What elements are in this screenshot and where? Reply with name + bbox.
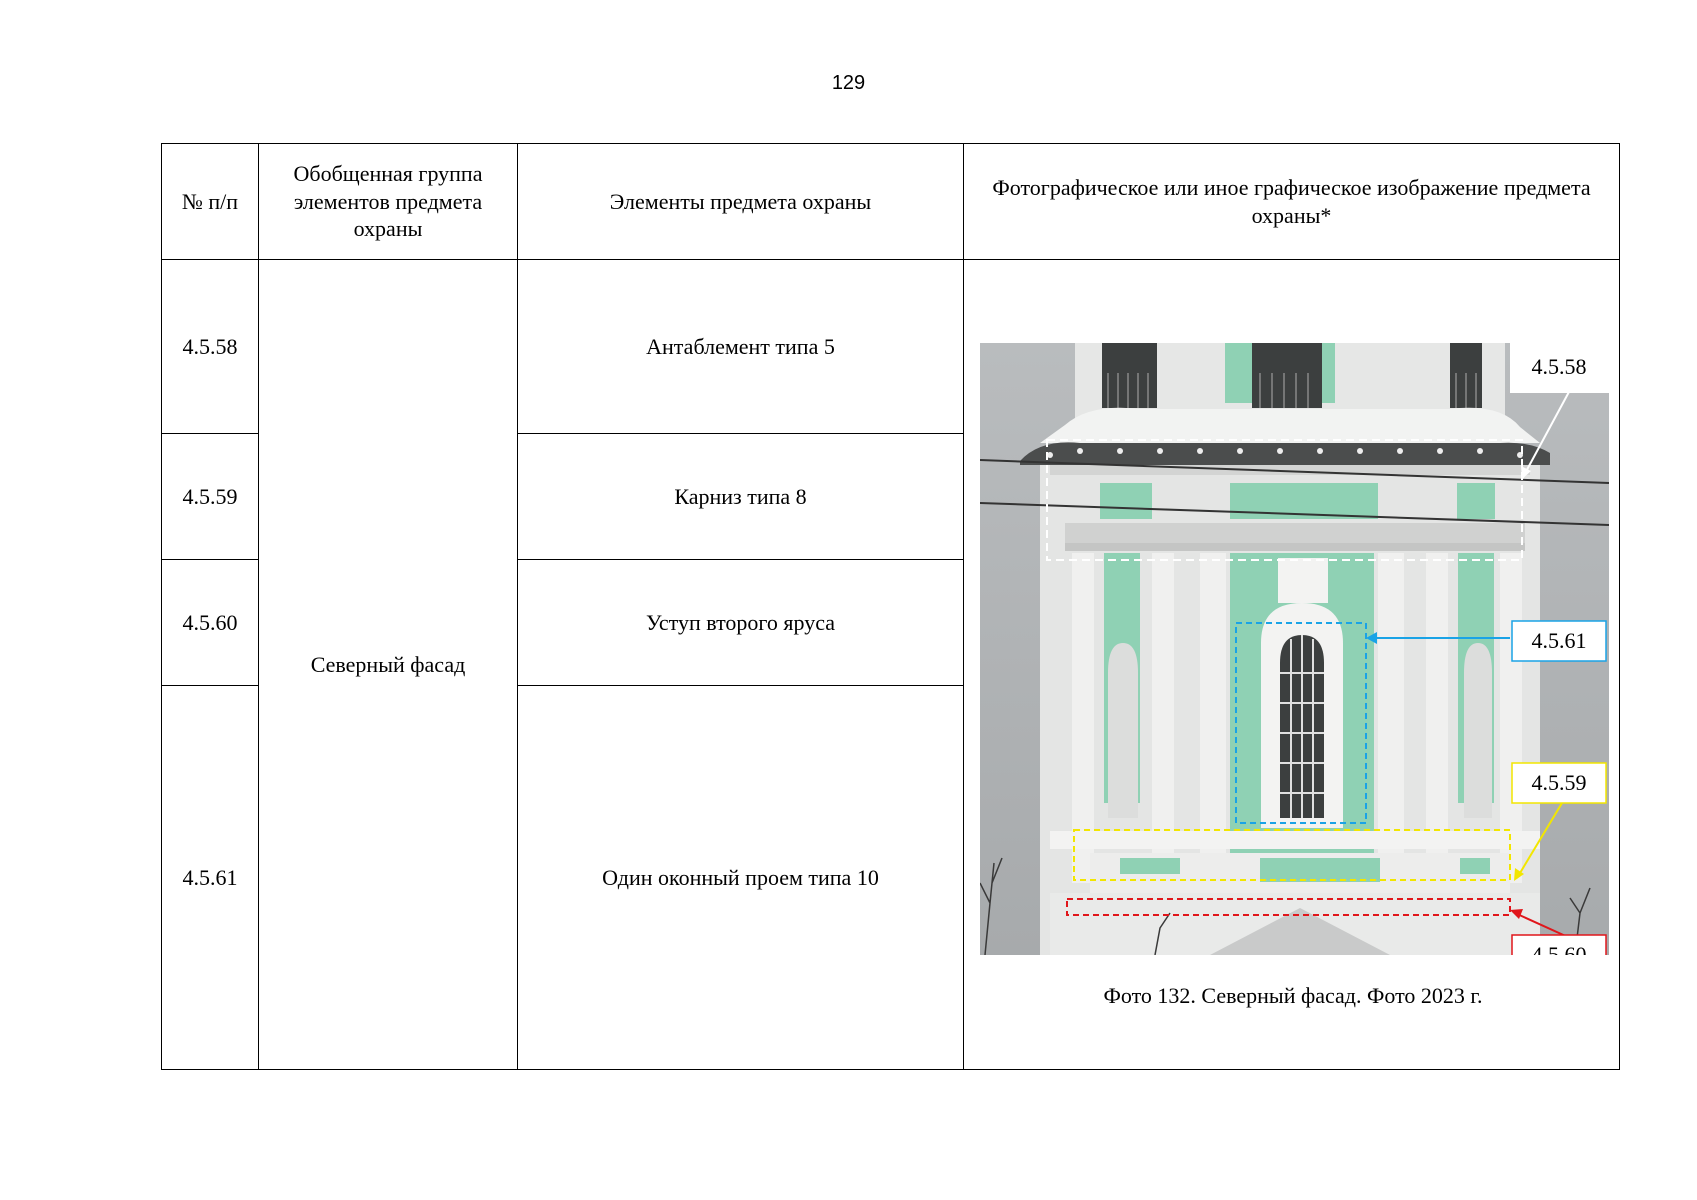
row-number: 4.5.58 <box>161 259 259 434</box>
photo-cell: 4.5.58 4.5.61 4.5.59 4.5.60 <box>963 259 1620 1070</box>
row-number: 4.5.60 <box>161 559 259 686</box>
header-number: № п/п <box>161 143 259 260</box>
callout-4-5-59: 4.5.59 <box>1511 762 1607 804</box>
photo-caption: Фото 132. Северный фасад. Фото 2023 г. <box>1103 983 1483 1008</box>
row-element: Карниз типа 8 <box>517 433 964 560</box>
page-number: 129 <box>831 72 866 94</box>
row-element: Один оконный проем типа 10 <box>517 685 964 1070</box>
callout-4-5-60: 4.5.60 <box>1511 934 1607 955</box>
table-row: 4.5.60 Уступ второго яруса <box>161 559 1620 686</box>
row-element: Антаблемент типа 5 <box>517 259 964 434</box>
table-row: 4.5.58 Северный фасад Антаблемент типа 5 <box>161 259 1620 1070</box>
facade-photo: 4.5.58 4.5.61 4.5.59 4.5.60 <box>980 343 1609 955</box>
table-row: 4.5.59 Карниз типа 8 <box>161 433 1620 560</box>
protection-elements-table: № п/п Обобщенная группа элементов предме… <box>161 143 1620 1070</box>
group-name: Северный фасад <box>258 259 518 1070</box>
table-row: 4.5.61 Один оконный проем типа 10 <box>161 685 1620 1070</box>
callout-4-5-61: 4.5.61 <box>1511 620 1607 662</box>
callout-4-5-58: 4.5.58 <box>1513 346 1606 387</box>
svg-text:4.5.60: 4.5.60 <box>1532 942 1587 955</box>
svg-text:4.5.58: 4.5.58 <box>1532 354 1587 379</box>
row-element: Уступ второго яруса <box>517 559 964 686</box>
header-group: Обобщенная группа элементов предмета охр… <box>258 143 518 260</box>
row-number: 4.5.59 <box>161 433 259 560</box>
row-number: 4.5.61 <box>161 685 259 1070</box>
svg-text:4.5.61: 4.5.61 <box>1532 628 1587 653</box>
svg-text:4.5.59: 4.5.59 <box>1532 770 1587 795</box>
header-image: Фотографическое или иное графическое изо… <box>963 143 1620 260</box>
header-elements: Элементы предмета охраны <box>517 143 964 260</box>
table-header-row: № п/п Обобщенная группа элементов предме… <box>161 143 1620 260</box>
